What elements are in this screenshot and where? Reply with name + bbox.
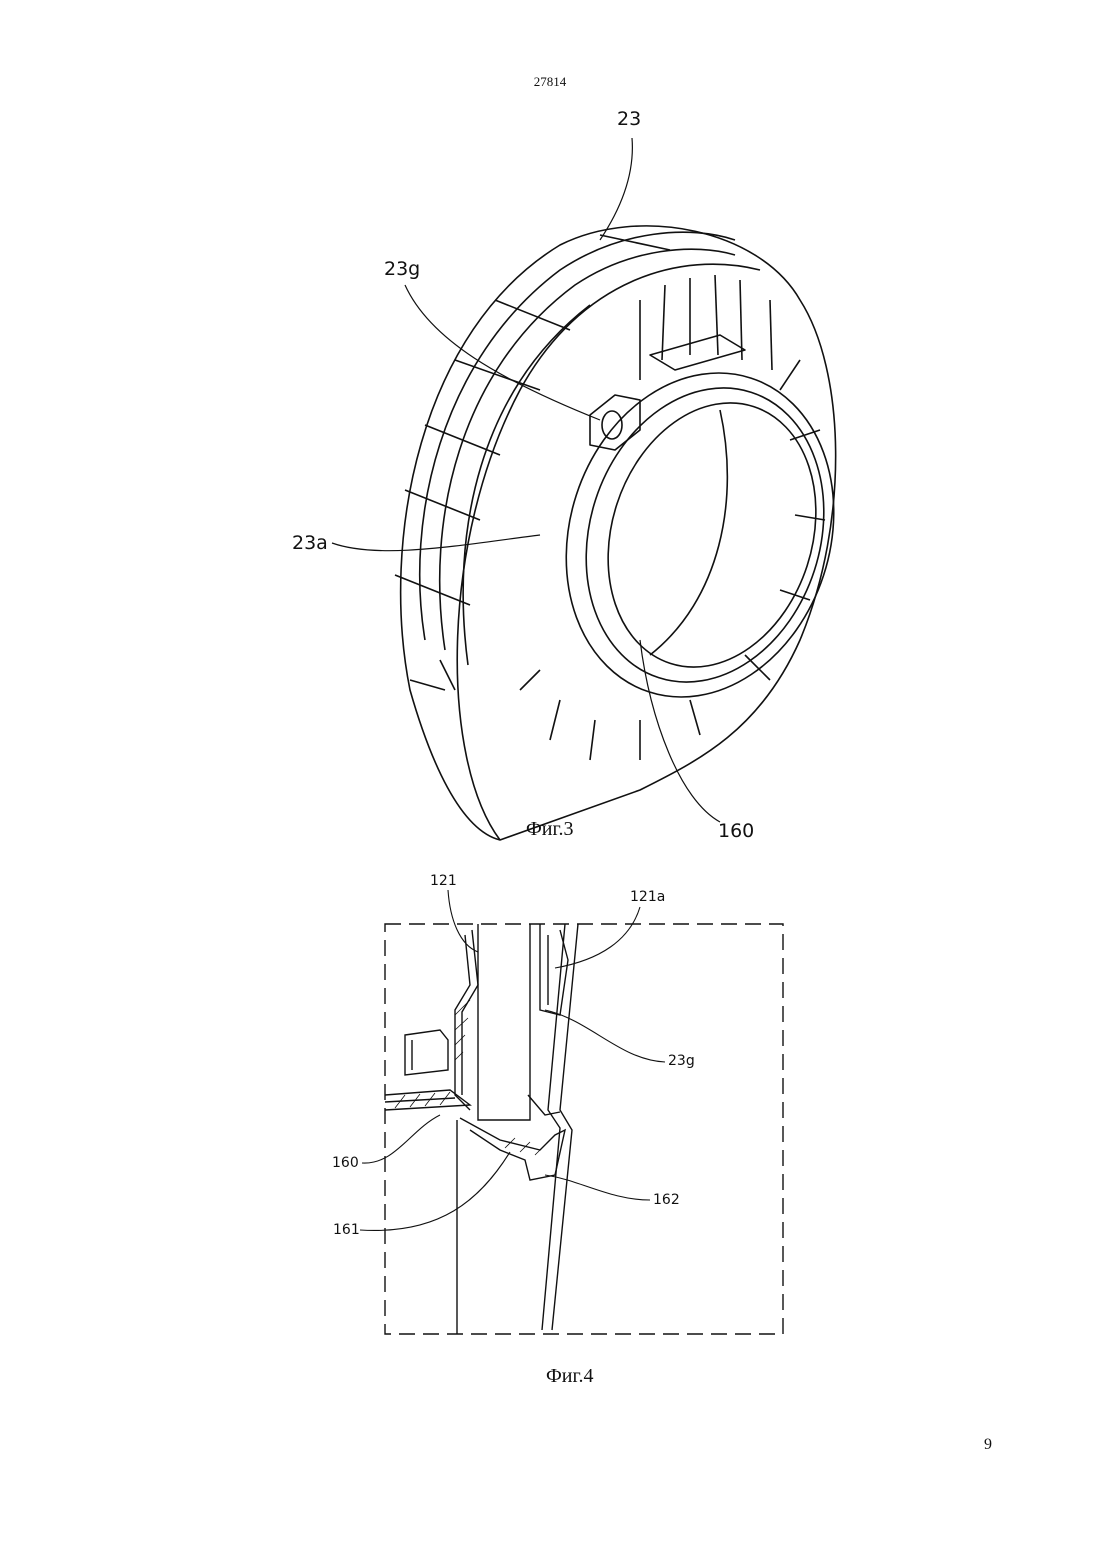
figure-4-caption: Фиг.4	[546, 1365, 593, 1388]
leader-160-fig4	[362, 1115, 440, 1163]
page-number: 9	[984, 1436, 992, 1454]
detail-frame	[385, 924, 783, 1334]
label-121a: 121a	[630, 889, 665, 905]
leader-162	[545, 1175, 650, 1200]
leader-23g-fig4	[545, 1010, 665, 1062]
label-23g-fig4: 23g	[668, 1053, 695, 1069]
label-161: 161	[333, 1222, 360, 1238]
tube-121	[478, 924, 530, 1120]
label-160-fig4: 160	[332, 1155, 359, 1171]
label-121: 121	[430, 873, 457, 889]
seal-161	[460, 1118, 565, 1180]
leader-161	[360, 1152, 510, 1230]
label-162: 162	[653, 1192, 680, 1208]
